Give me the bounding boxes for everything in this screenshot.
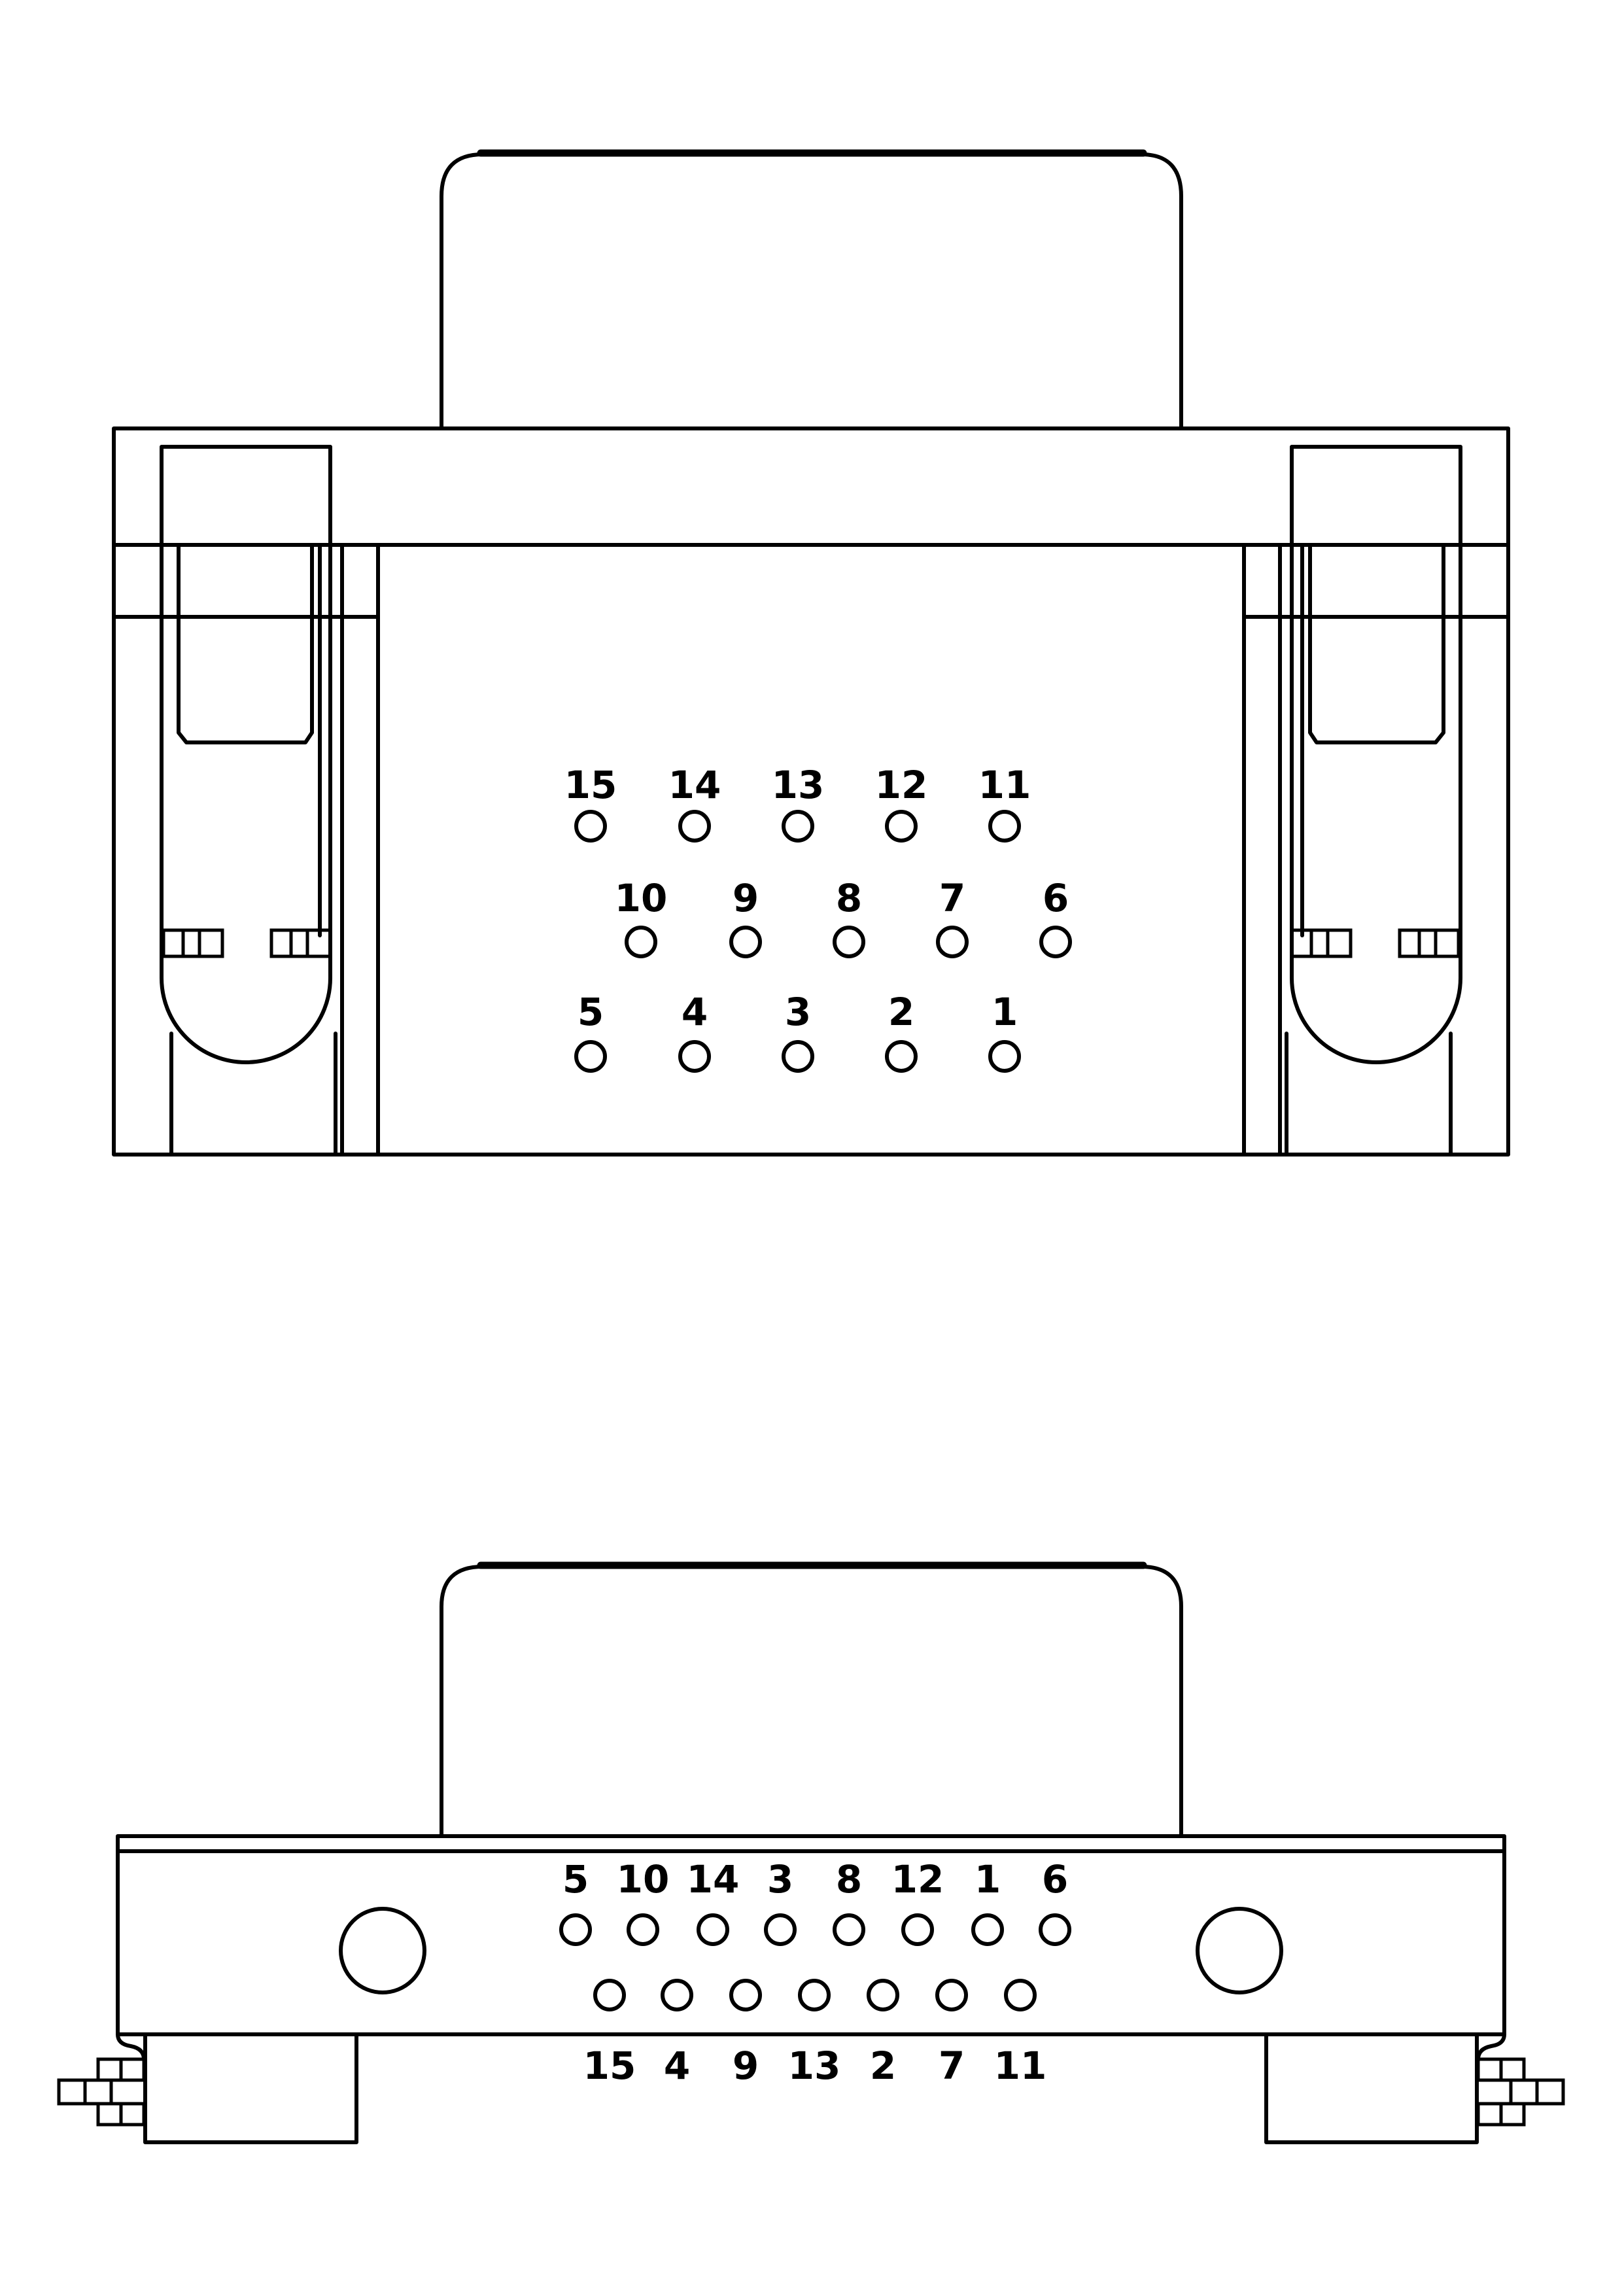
pin-hole	[627, 1913, 659, 1946]
pin-hole	[678, 810, 711, 843]
pin-hole	[625, 926, 657, 958]
right-latch	[1278, 445, 1462, 1157]
pin-label: 2	[888, 990, 914, 1034]
pin-hole	[782, 810, 814, 843]
top-view: 15 14 13 12 11 10 9 8 7 6 5	[112, 149, 1510, 1157]
pin-label: 1	[992, 990, 1018, 1034]
pin-hole	[764, 1913, 797, 1946]
pin-hole	[936, 926, 969, 958]
pin-hole	[971, 1913, 1004, 1946]
pin-label: 4	[682, 990, 708, 1034]
pin-label: 10	[617, 1857, 670, 1902]
pin-hole	[574, 810, 607, 843]
pin-label: 8	[836, 1857, 862, 1902]
pin-row-1: 15 14 13 12 11	[564, 763, 1031, 843]
pin-label: 13	[788, 2044, 841, 2088]
pin-label: 8	[836, 876, 862, 920]
pin-label: 11	[994, 2044, 1047, 2088]
pin-hole	[697, 1913, 729, 1946]
pin-hole	[798, 1979, 831, 2011]
pin-hole	[574, 1040, 607, 1073]
pin-hole	[782, 1040, 814, 1073]
pin-label: 6	[1042, 1857, 1068, 1902]
pin-label: 5	[578, 990, 604, 1034]
pin-hole	[661, 1979, 693, 2011]
side-shell-outline	[440, 1565, 1183, 1838]
pin-label: 5	[562, 1857, 589, 1902]
left-clip	[57, 2032, 146, 2127]
pin-hole	[559, 1913, 592, 1946]
pin-label: 11	[978, 763, 1031, 807]
leg-left	[143, 2032, 358, 2144]
pin-hole	[729, 926, 762, 958]
pin-label: 14	[668, 763, 721, 807]
left-latch	[160, 445, 344, 1157]
pin-label: 14	[687, 1857, 740, 1902]
side-view: 5 10 14 3 8 12 1 6 15 4 9 13	[57, 1561, 1565, 2144]
pin-label: 4	[664, 2044, 690, 2088]
pin-hole	[729, 1979, 762, 2011]
pin-label: 1	[975, 1857, 1001, 1902]
pin-row-2: 10 9 8 7 6	[615, 876, 1072, 958]
pin-label: 2	[870, 2044, 896, 2088]
pin-hole	[1039, 1913, 1071, 1946]
pin-hole	[885, 1040, 918, 1073]
pin-label: 12	[875, 763, 928, 807]
pin-label: 7	[939, 876, 965, 920]
mounting-hole-left	[339, 1907, 426, 1994]
pin-hole	[988, 1040, 1021, 1073]
pin-hole	[678, 1040, 711, 1073]
pin-label: 10	[615, 876, 668, 920]
leg-right	[1264, 2032, 1479, 2144]
pin-hole	[1004, 1979, 1037, 2011]
top-body-outline	[112, 426, 1510, 1157]
pin-label: 7	[939, 2044, 965, 2088]
pin-hole	[988, 810, 1021, 843]
pin-label: 15	[564, 763, 617, 807]
top-shell-outline	[440, 152, 1183, 430]
pin-hole	[901, 1913, 934, 1946]
pin-row-3: 5 4 3 2 1	[574, 990, 1021, 1073]
mounting-hole-right	[1196, 1907, 1283, 1994]
side-pin-row-lower: 15 4 9 13 2 7 11	[583, 1979, 1047, 2088]
pin-label: 6	[1043, 876, 1069, 920]
right-clip	[1476, 2032, 1565, 2127]
pin-label: 3	[785, 990, 811, 1034]
pin-hole	[833, 926, 865, 958]
pin-hole	[833, 1913, 865, 1946]
pin-hole	[1039, 926, 1072, 958]
pin-label: 15	[583, 2044, 636, 2088]
pin-hole	[593, 1979, 626, 2011]
pin-hole	[935, 1979, 968, 2011]
pin-label: 12	[891, 1857, 944, 1902]
pin-hole	[867, 1979, 899, 2011]
side-pin-row-upper: 5 10 14 3 8 12 1 6	[559, 1857, 1071, 1946]
pin-hole	[885, 810, 918, 843]
pin-label: 9	[733, 876, 759, 920]
pin-label: 9	[733, 2044, 759, 2088]
side-body-outline	[116, 1834, 1506, 2036]
pin-label: 13	[772, 763, 825, 807]
pin-label: 3	[767, 1857, 793, 1902]
